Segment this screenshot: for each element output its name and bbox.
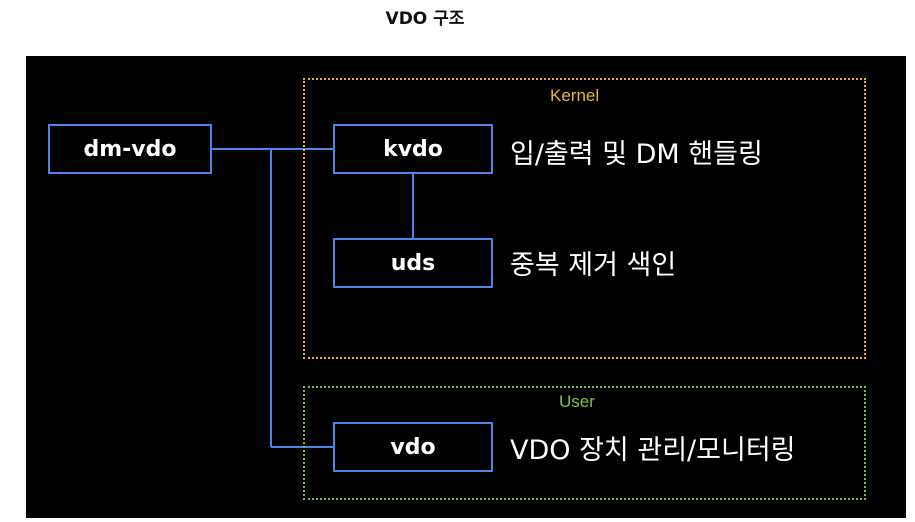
user-region-label: User <box>559 392 595 411</box>
kernel-region <box>303 78 866 359</box>
page-title: VDO 구조 <box>385 9 465 29</box>
connector-lines <box>212 148 414 448</box>
node-vdo: vdo <box>333 422 493 472</box>
user-region <box>303 386 866 500</box>
uds-description: 중복 제거 색인 <box>510 250 677 281</box>
node-uds: uds <box>333 238 493 288</box>
vdo-description: VDO 장치 관리/모니터링 <box>510 435 796 466</box>
node-kvdo: kvdo <box>333 124 493 174</box>
kernel-region-label: Kernel <box>550 86 600 105</box>
kvdo-description: 입/출력 및 DM 핸들링 <box>510 139 763 170</box>
node-dm-vdo: dm-vdo <box>48 124 212 174</box>
diagram-canvas: Kernel User dm-vdo kvdo uds vdo 입/출력 및 D… <box>26 56 906 518</box>
